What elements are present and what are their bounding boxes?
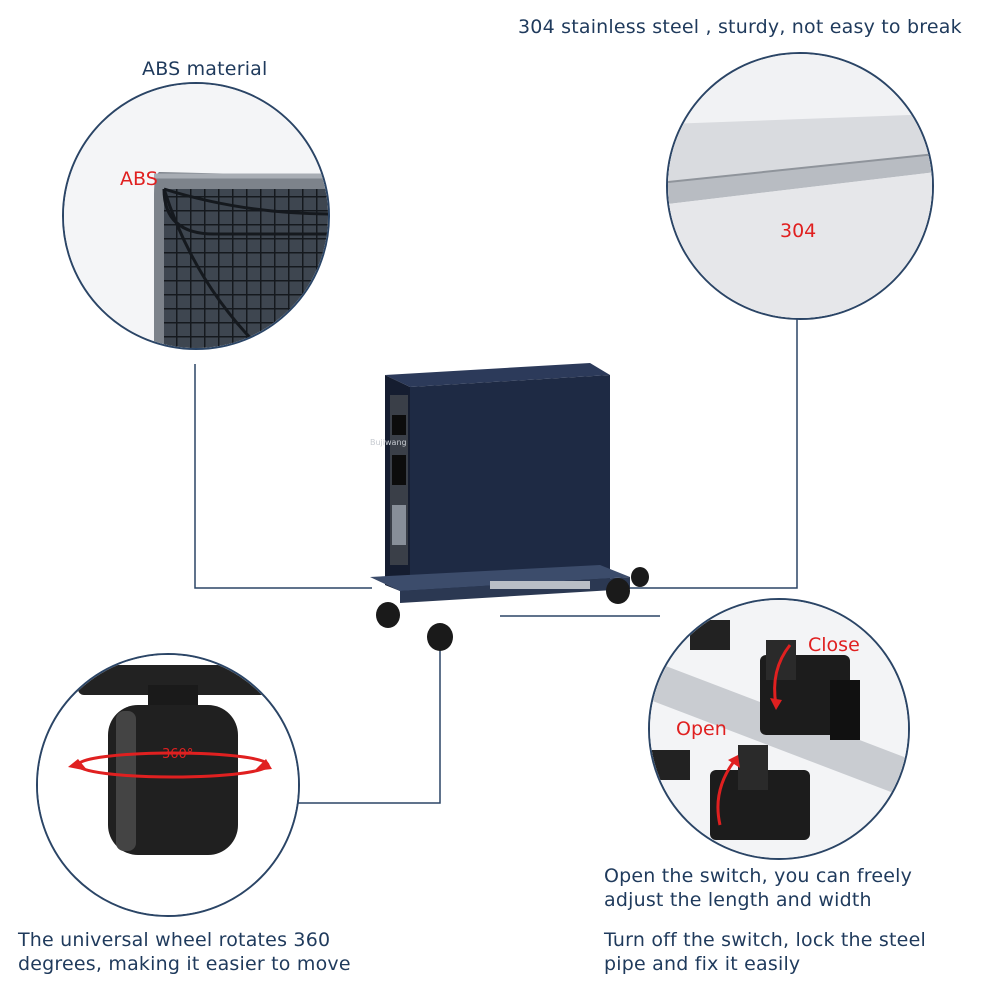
computer-cart-photo: Bujiwang [370,363,649,651]
steel-tag: 304 [780,220,817,242]
switch-open-caption-line2: adjust the length and width [604,889,872,911]
wheel-caption-line2: degrees, making it easier to move [18,953,351,975]
steel-detail-circle: 304 [666,52,934,320]
wheel-caption-line1: The universal wheel rotates 360 [18,929,331,951]
rotation-tag: 360° [162,747,194,762]
open-tag: Open [676,718,727,740]
abs-corner-image [64,84,328,348]
brand-label: Bujiwang [370,438,407,447]
abs-tag: ABS [120,168,158,190]
caster-wheel-image [38,655,298,915]
wheel-detail-circle: 360° [36,653,300,917]
abs-material-caption: ABS material [142,58,268,80]
switch-close-caption-line2: pipe and fix it easily [604,953,801,975]
switch-detail-circle: Close Open [648,598,910,860]
steel-pipe-image [668,54,932,318]
stainless-steel-caption: 304 stainless steel , sturdy, not easy t… [518,16,962,38]
close-tag: Close [808,634,860,656]
lock-switch-image [650,600,908,858]
abs-detail-circle: ABS [62,82,330,350]
switch-close-caption-line1: Turn off the switch, lock the steel [604,929,926,951]
switch-open-caption-line1: Open the switch, you can freely [604,865,913,887]
